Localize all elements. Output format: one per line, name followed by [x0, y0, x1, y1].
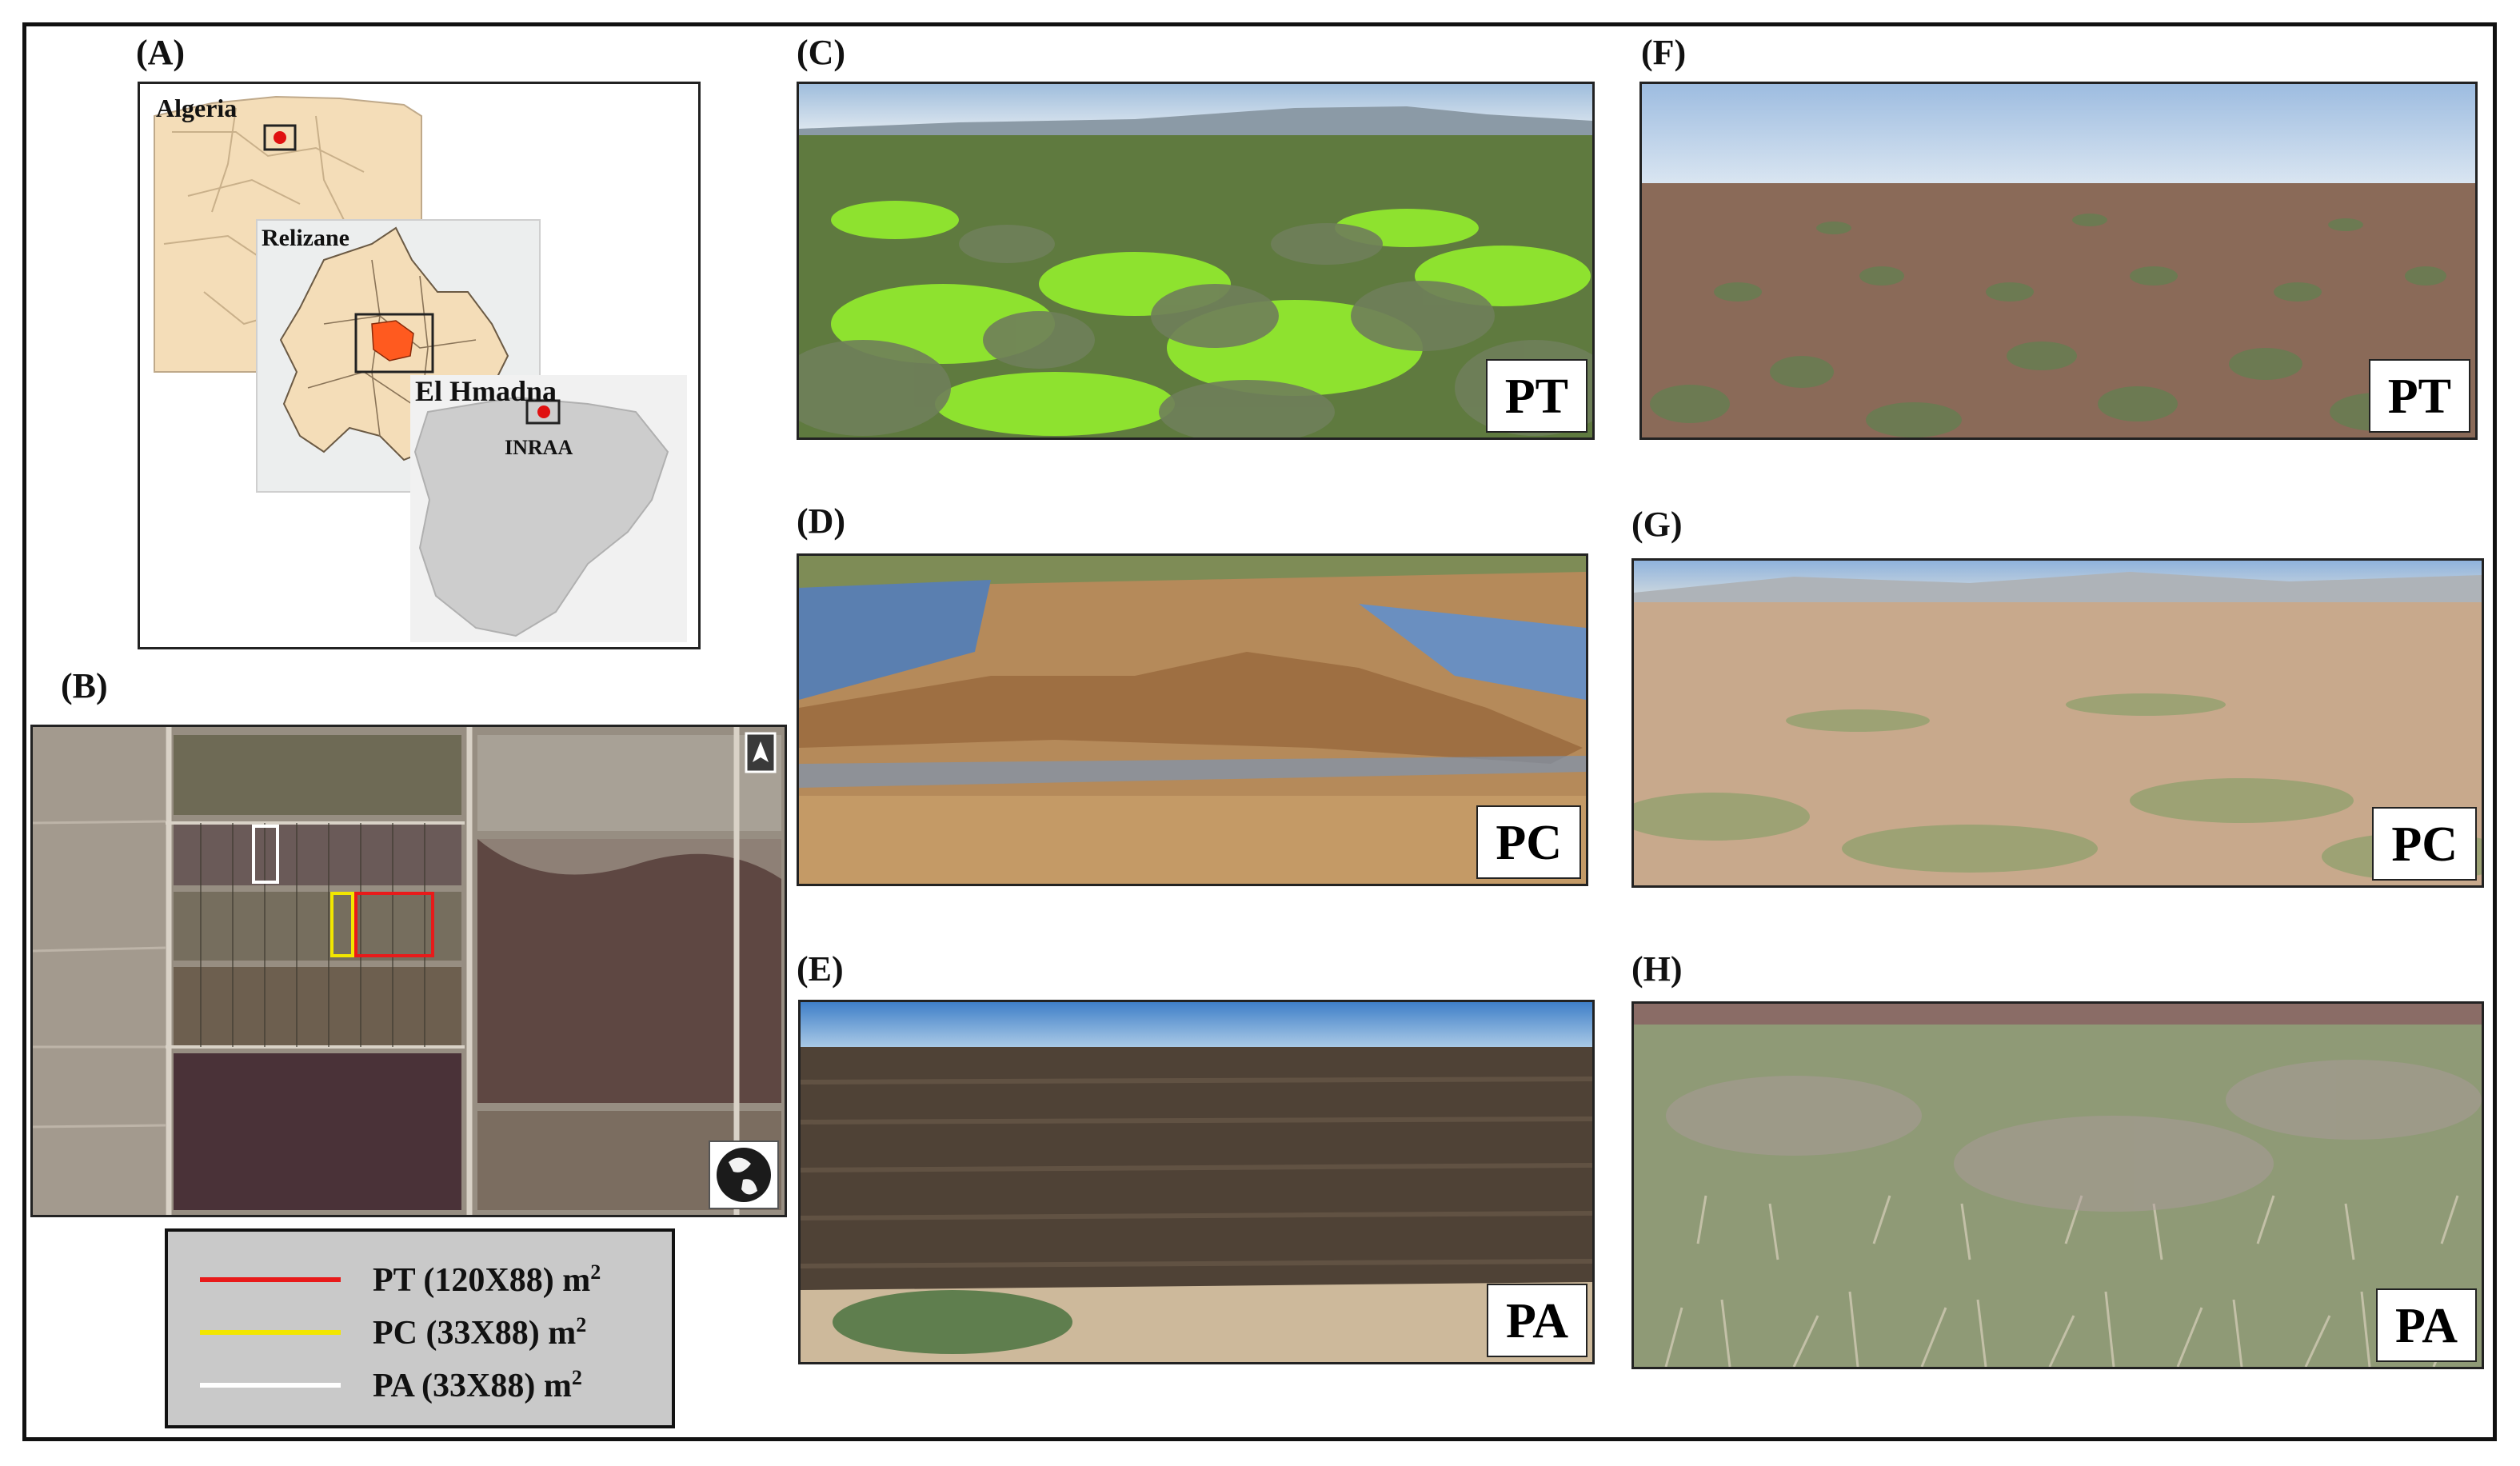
legend-label-pt: PT (120X88) m: [373, 1261, 591, 1299]
legend-swatch-pa: [200, 1383, 341, 1388]
legend-item-pa: PA (33X88) m2: [200, 1361, 582, 1409]
location-map-graphic: [154, 92, 687, 642]
legend-unit-pc: 2: [576, 1312, 587, 1336]
plot-pc-outline: [330, 892, 354, 957]
tag-f: PT: [2368, 359, 2470, 433]
photo-panel-e: PA: [798, 1000, 1595, 1364]
photo-panel-h: PA: [1631, 1001, 2484, 1369]
photo-panel-f: PT: [1639, 82, 2478, 440]
algeria-location-dot: [274, 131, 286, 144]
photo-panel-d: PC: [797, 553, 1588, 886]
legend-unit-pa: 2: [571, 1365, 582, 1389]
panel-label-e: (E): [797, 949, 844, 989]
label-algeria: Algeria: [156, 94, 238, 122]
tag-c: PT: [1485, 359, 1587, 433]
inraa-location-dot: [537, 405, 550, 418]
tag-h: PA: [2375, 1288, 2477, 1362]
plot-pt-outline: [354, 892, 434, 957]
panel-label-c: (C): [797, 33, 846, 72]
photo-e: [801, 1002, 1592, 1362]
legend-label-pa: PA (33X88) m: [373, 1367, 572, 1404]
panel-label-h: (H): [1631, 949, 1683, 989]
panel-label-f: (F): [1641, 33, 1687, 72]
location-map-panel: Algeria Relizane El Hmadna INRAA: [138, 82, 701, 649]
photo-g: [1634, 561, 2482, 885]
panel-label-d: (D): [797, 501, 846, 541]
photo-c: [799, 84, 1592, 437]
figure-frame: [22, 22, 2497, 1441]
panel-label-a: (A): [136, 33, 186, 72]
tag-d: PC: [1476, 805, 1581, 879]
label-inraa: INRAA: [505, 436, 573, 459]
legend-item-pc: PC (33X88) m2: [200, 1308, 586, 1356]
photo-f: [1642, 84, 2475, 437]
plot-pa-outline: [252, 825, 279, 884]
legend-item-pt: PT (120X88) m2: [200, 1256, 601, 1304]
label-relizane: Relizane: [262, 225, 349, 251]
tag-e: PA: [1486, 1284, 1587, 1357]
legend-unit-pt: 2: [590, 1260, 601, 1284]
tag-g: PC: [2372, 807, 2477, 881]
label-el-hmadna: El Hmadna: [415, 375, 557, 407]
photo-h: [1634, 1004, 2482, 1367]
photo-panel-c: PT: [797, 82, 1595, 440]
photo-d: [799, 556, 1586, 884]
el-hmadna-highlight: [371, 320, 414, 362]
plot-legend: PT (120X88) m2 PC (33X88) m2 PA (33X88) …: [165, 1228, 675, 1428]
satellite-graphic: [33, 727, 785, 1215]
legend-swatch-pt: [200, 1277, 341, 1282]
photo-panel-g: PC: [1631, 558, 2484, 888]
panel-label-g: (G): [1631, 505, 1683, 544]
legend-label-pc: PC (33X88) m: [373, 1314, 577, 1352]
panel-label-b: (B): [61, 666, 108, 705]
legend-swatch-pc: [200, 1330, 341, 1335]
satellite-panel: [30, 725, 787, 1217]
